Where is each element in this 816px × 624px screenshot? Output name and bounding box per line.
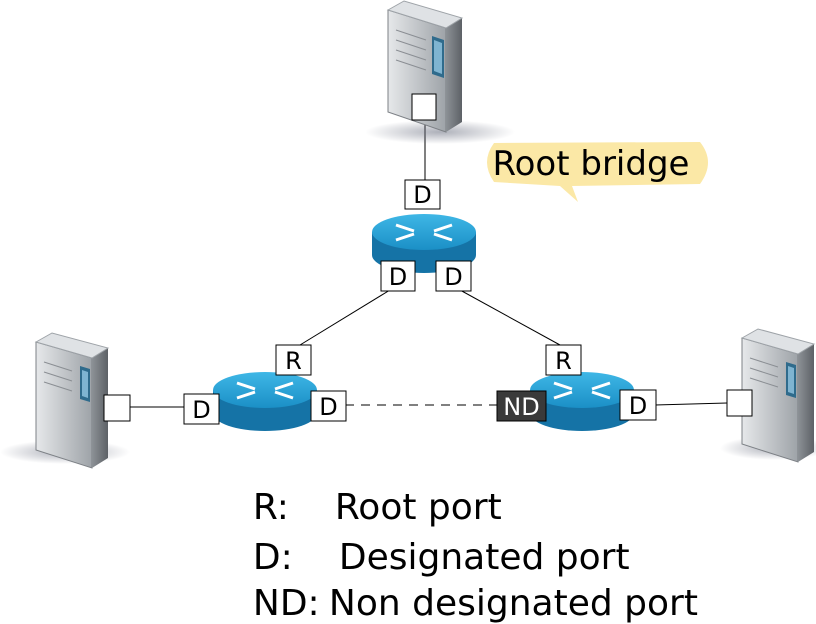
link-right-server [654, 402, 728, 406]
port-root-top-label: D [413, 181, 431, 209]
legend-d: D: Designated port [230, 498, 630, 578]
legend-nd: ND:Non designated port [230, 544, 698, 624]
port-root-left: D [380, 260, 416, 292]
port-right-root: R [545, 344, 582, 376]
stp-diagram: Root bridge D D D R D D R ND D [0, 0, 816, 469]
left-bridge-icon [213, 372, 317, 431]
link-root-left [299, 289, 391, 346]
server-top-icon [365, 0, 515, 144]
port-right-root-label: R [555, 347, 572, 375]
server-top-nic [411, 93, 437, 121]
port-left-host: D [183, 393, 220, 425]
legend-nd-text: Non designated port [328, 583, 698, 624]
server-right-icon [720, 328, 816, 463]
legend-nd-key: ND: [252, 583, 320, 624]
legend-r-text: Root port [334, 487, 502, 528]
port-root-left-label: D [389, 263, 407, 291]
legend-r: R: Root port [230, 448, 502, 528]
server-right-nic [726, 389, 753, 417]
port-right-host: D [619, 389, 657, 421]
port-left-root: R [275, 344, 312, 376]
link-root-right [459, 289, 561, 346]
port-left-link-label: D [319, 393, 337, 421]
port-left-link: D [310, 390, 347, 422]
port-root-right: D [435, 260, 472, 292]
port-right-blocked: ND [496, 390, 547, 422]
server-left-nic [103, 394, 131, 422]
legend-r-key: R: [252, 487, 289, 528]
legend-d-text: Designated port [338, 537, 630, 578]
port-right-host-label: D [629, 392, 647, 420]
port-root-right-label: D [444, 263, 462, 291]
root-bridge-label: Root bridge [493, 144, 690, 184]
server-left-icon [0, 332, 130, 469]
port-left-host-label: D [192, 396, 210, 424]
port-root-top: D [404, 179, 441, 210]
root-bridge-callout: Root bridge [487, 142, 708, 202]
port-right-blocked-label: ND [503, 393, 539, 421]
legend-d-key: D: [252, 537, 293, 578]
right-bridge-icon [530, 372, 634, 431]
port-left-root-label: R [285, 347, 302, 375]
